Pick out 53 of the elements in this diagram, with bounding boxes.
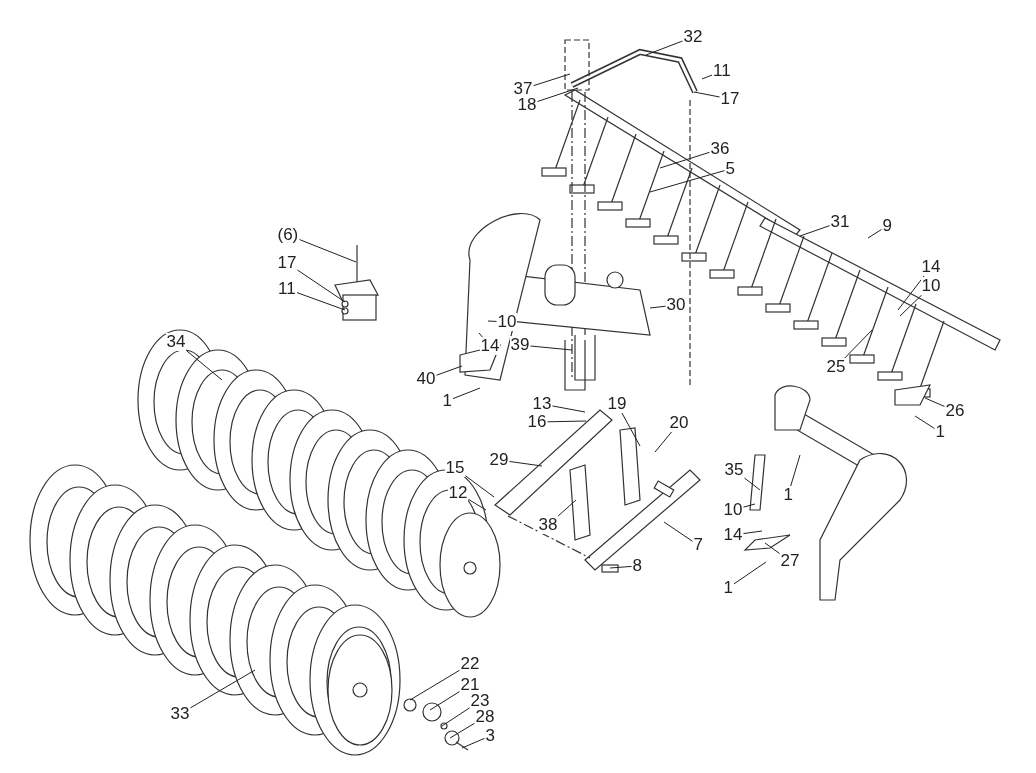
leader-line [552, 405, 586, 413]
leader-line [533, 73, 571, 87]
leader-line [441, 707, 470, 727]
leader-line [530, 345, 573, 351]
leader-line [764, 542, 780, 554]
leader-line [547, 420, 587, 423]
leader-line [701, 74, 713, 80]
leader-line [557, 499, 577, 517]
leader-line [429, 691, 460, 711]
leader-line [663, 521, 693, 542]
leader-line [649, 305, 666, 309]
callout-number: 10 [496, 313, 518, 331]
callout-number: 12 [447, 484, 469, 502]
leader-line [744, 477, 761, 491]
leader-line [452, 387, 481, 400]
leader-line [649, 170, 725, 193]
leader-line [299, 239, 357, 263]
leader-line [621, 412, 641, 447]
leader-line [537, 87, 579, 102]
leader-line [899, 294, 923, 317]
leader-line [449, 722, 475, 739]
leader-line [914, 415, 935, 429]
leader-line [867, 228, 882, 239]
callout-number: 15 [444, 459, 466, 477]
callout-number: 10 [920, 277, 942, 295]
leader-line [190, 669, 256, 709]
leader-line [487, 320, 497, 322]
leader-line [297, 269, 346, 303]
leader-line [924, 397, 945, 407]
leader-line [790, 454, 801, 487]
leader-line [733, 561, 767, 585]
leader-line [509, 460, 543, 467]
callout-number: (6) [276, 226, 300, 244]
leader-line [461, 737, 485, 749]
leader-line [659, 151, 710, 169]
leader-line [743, 530, 763, 535]
leader-line [844, 329, 873, 359]
leader-line [478, 332, 483, 338]
leader-line [409, 669, 460, 701]
callout-number: 34 [165, 333, 187, 351]
leader-line [693, 91, 720, 98]
leader-line [609, 565, 632, 569]
callout-number: 38 [537, 516, 559, 534]
callout-number: 14 [479, 337, 501, 355]
leader-line [468, 498, 487, 511]
leader-line [645, 40, 683, 56]
leader-line [743, 503, 756, 508]
leader-line [186, 350, 223, 381]
leader-line [799, 225, 830, 237]
leader-line [296, 292, 346, 311]
leader-line [436, 365, 463, 376]
leader-line [654, 431, 673, 453]
leader-line [465, 475, 495, 498]
